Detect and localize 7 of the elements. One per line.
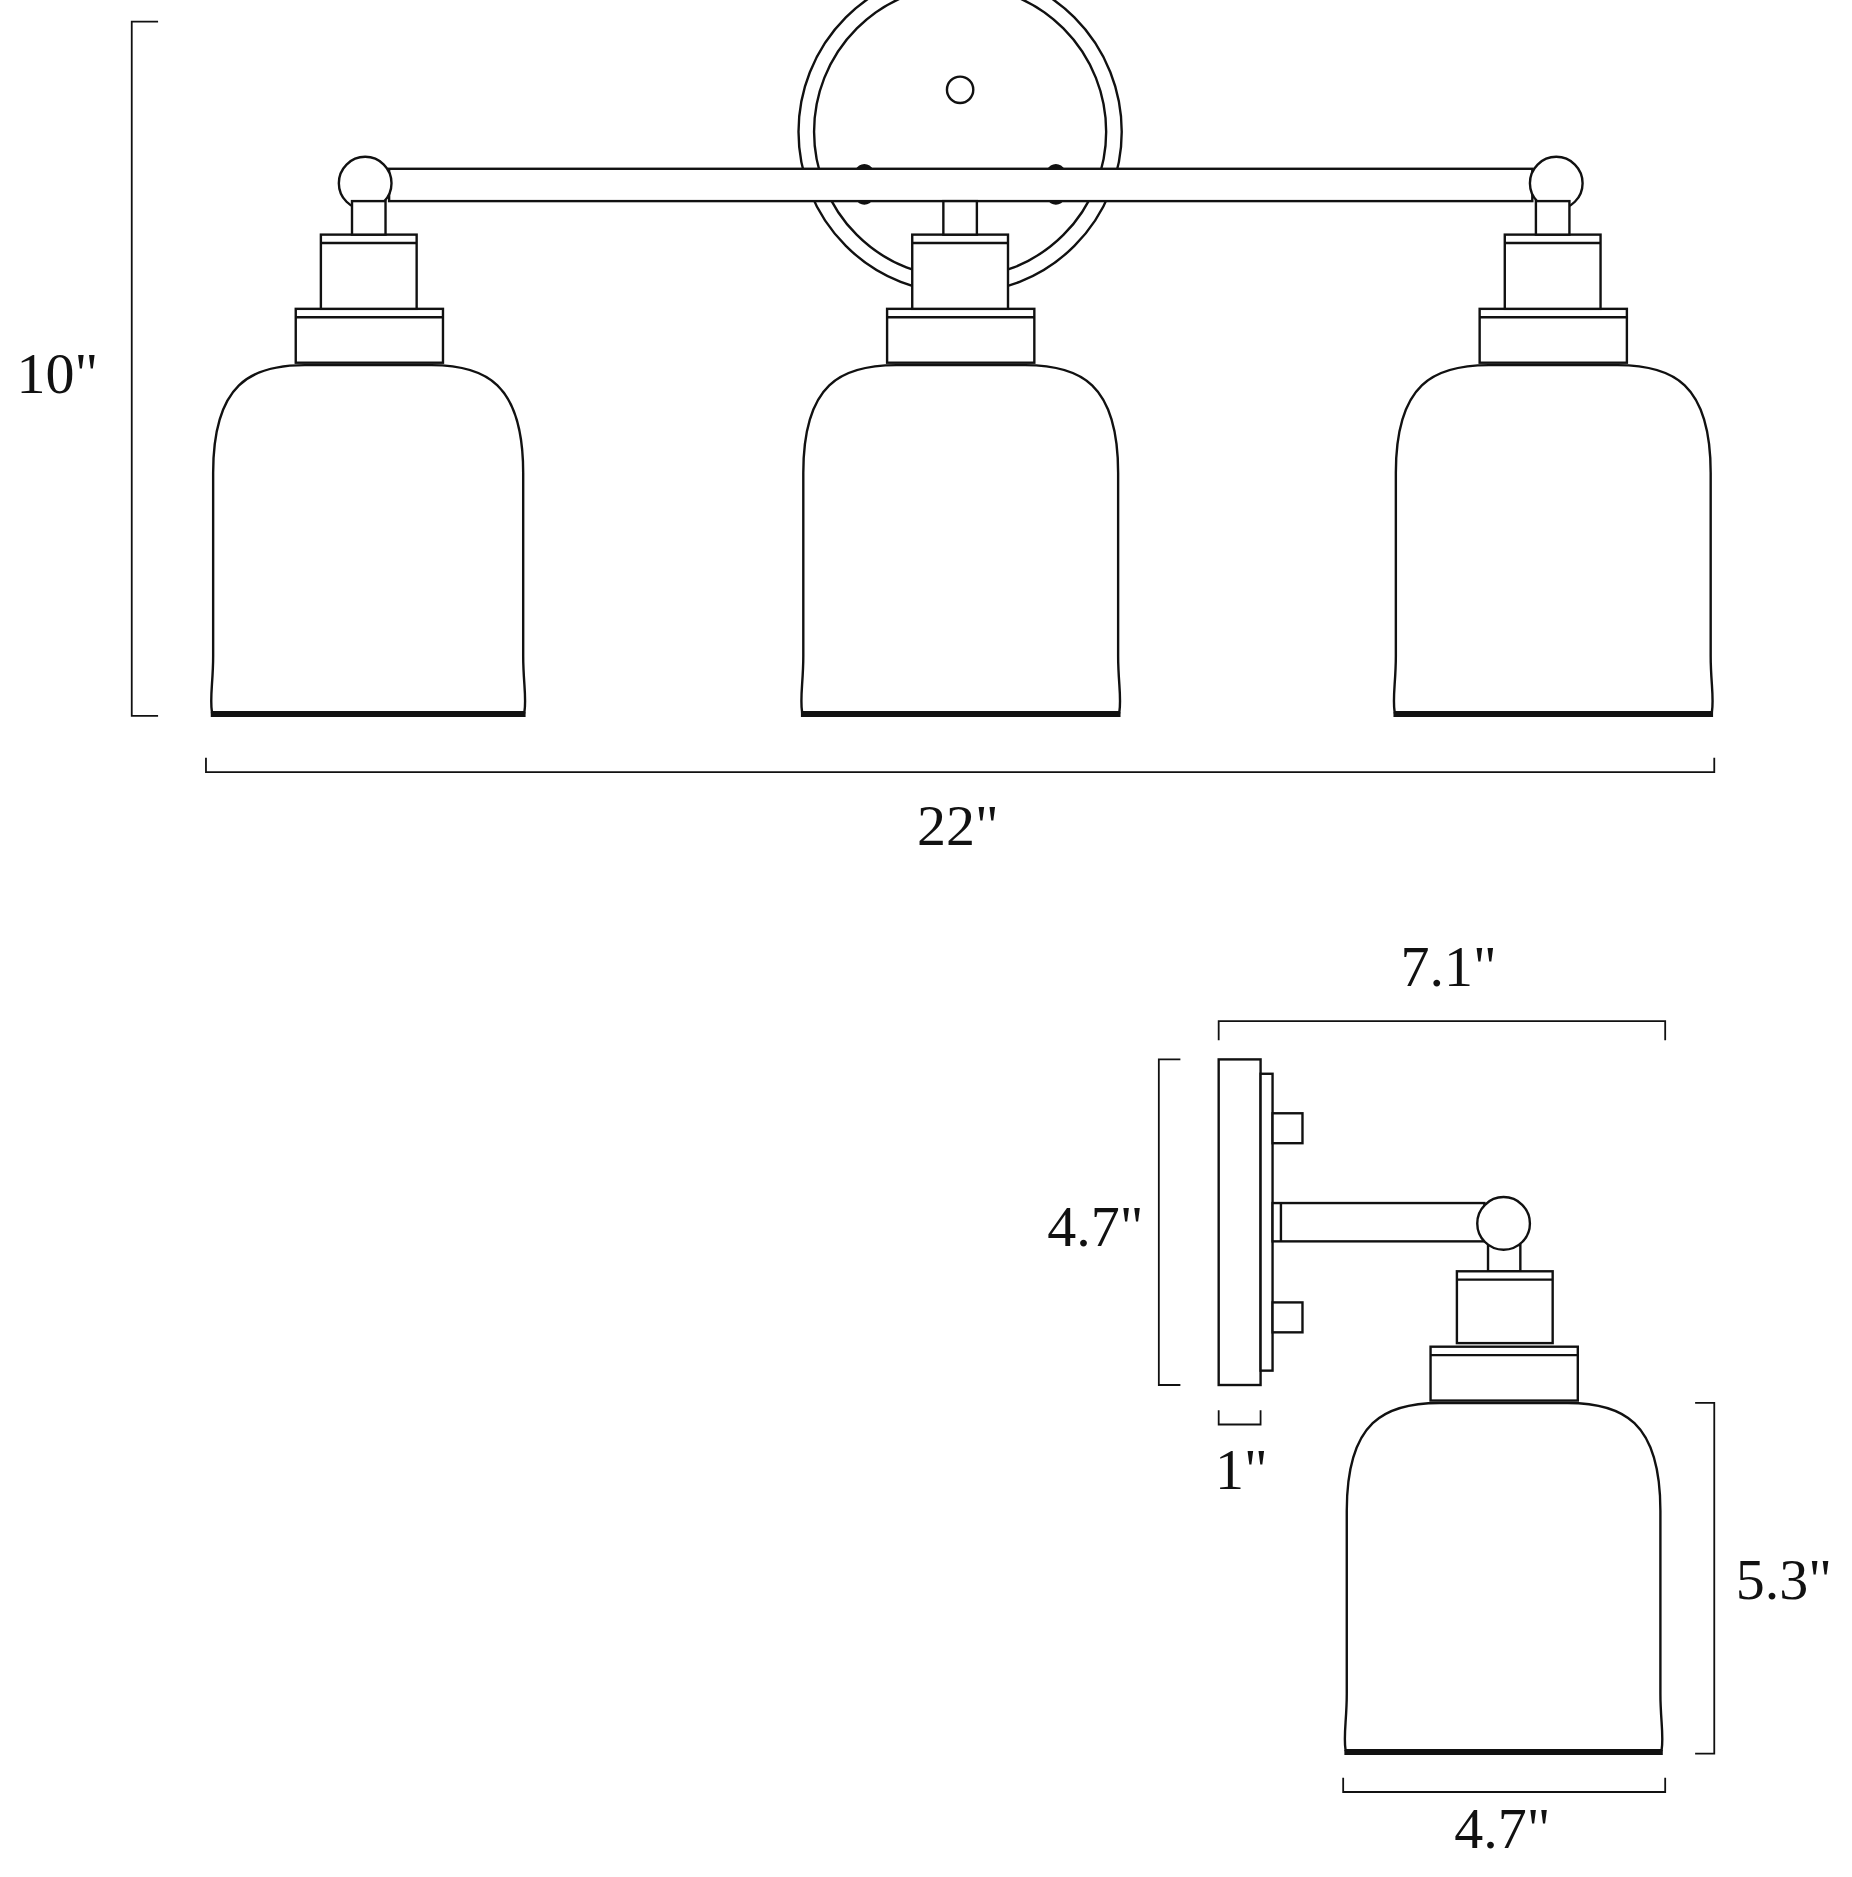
dimension-label: 7.1" xyxy=(1400,938,1497,997)
dimension-label: 4.7" xyxy=(1454,1800,1551,1859)
dimension-label: 5.3" xyxy=(1735,1551,1832,1610)
dimension-label: 1" xyxy=(1215,1441,1268,1500)
dimension-label: 10" xyxy=(16,344,99,403)
dimension-label: 22" xyxy=(916,797,999,856)
dimension-label: 4.7" xyxy=(1047,1198,1144,1257)
